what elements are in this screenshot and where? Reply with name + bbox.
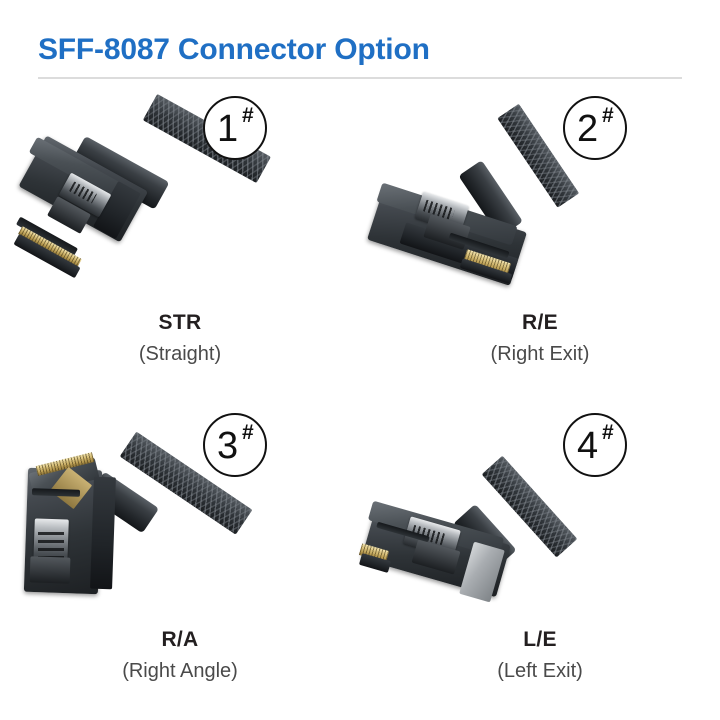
connector-image-4: 4 # [358, 407, 720, 622]
caption-2-description: (Right Exit) [490, 343, 590, 365]
badge-2-hash: # [602, 104, 614, 127]
badge-2: 2 # [563, 96, 627, 160]
connector-image-1: 1 # [0, 90, 360, 305]
artwork-straight [0, 90, 360, 305]
caption-1-code: STR [158, 311, 202, 334]
page-header: SFF-8087 Connector Option [0, 0, 720, 86]
badge-4-number: 4 [577, 425, 599, 467]
latch-slots [38, 527, 64, 559]
caption-2-code: R/E [522, 311, 558, 334]
page-title: SFF-8087 Connector Option [38, 33, 430, 66]
badge-3: 3 # [203, 413, 267, 477]
connector-image-2: 2 # [360, 90, 720, 305]
caption-2: R/E (Right Exit) [360, 308, 720, 370]
connector-option-4[interactable]: 4 # L/ [358, 403, 720, 720]
artwork-right-exit [360, 90, 720, 305]
caption-4-code: L/E [523, 628, 557, 651]
badge-4-hash: # [602, 421, 614, 444]
artwork-right-angle [0, 407, 360, 622]
caption-1-description: (Straight) [138, 343, 222, 365]
badge-1: 1 # [203, 96, 267, 160]
connector-option-2[interactable]: 2 # R/ [360, 86, 720, 403]
badge-1-number: 1 [217, 108, 239, 150]
caption-4-description: (Left Exit) [497, 660, 583, 682]
badge-2-number: 2 [577, 108, 599, 150]
connector-image-3: 3 # [0, 407, 360, 622]
title-divider [38, 77, 682, 79]
connector-option-1[interactable]: 1 # [0, 86, 360, 403]
badge-1-hash: # [242, 104, 254, 127]
caption-3: R/A (Right Angle) [0, 625, 360, 687]
connector-side-rail [90, 476, 116, 590]
badge-4: 4 # [563, 413, 627, 477]
artwork-left-exit [358, 407, 720, 622]
caption-3-code: R/A [161, 628, 199, 651]
connector-options-grid: 1 # [0, 86, 720, 720]
connector-option-3[interactable]: 3 # R/ [0, 403, 360, 720]
caption-1: STR (Straight) [0, 308, 360, 370]
caption-4: L/E (Left Exit) [360, 625, 720, 687]
latch-tab [29, 556, 71, 584]
badge-3-hash: # [242, 421, 254, 444]
badge-3-number: 3 [217, 425, 239, 467]
caption-3-description: (Right Angle) [122, 660, 238, 682]
